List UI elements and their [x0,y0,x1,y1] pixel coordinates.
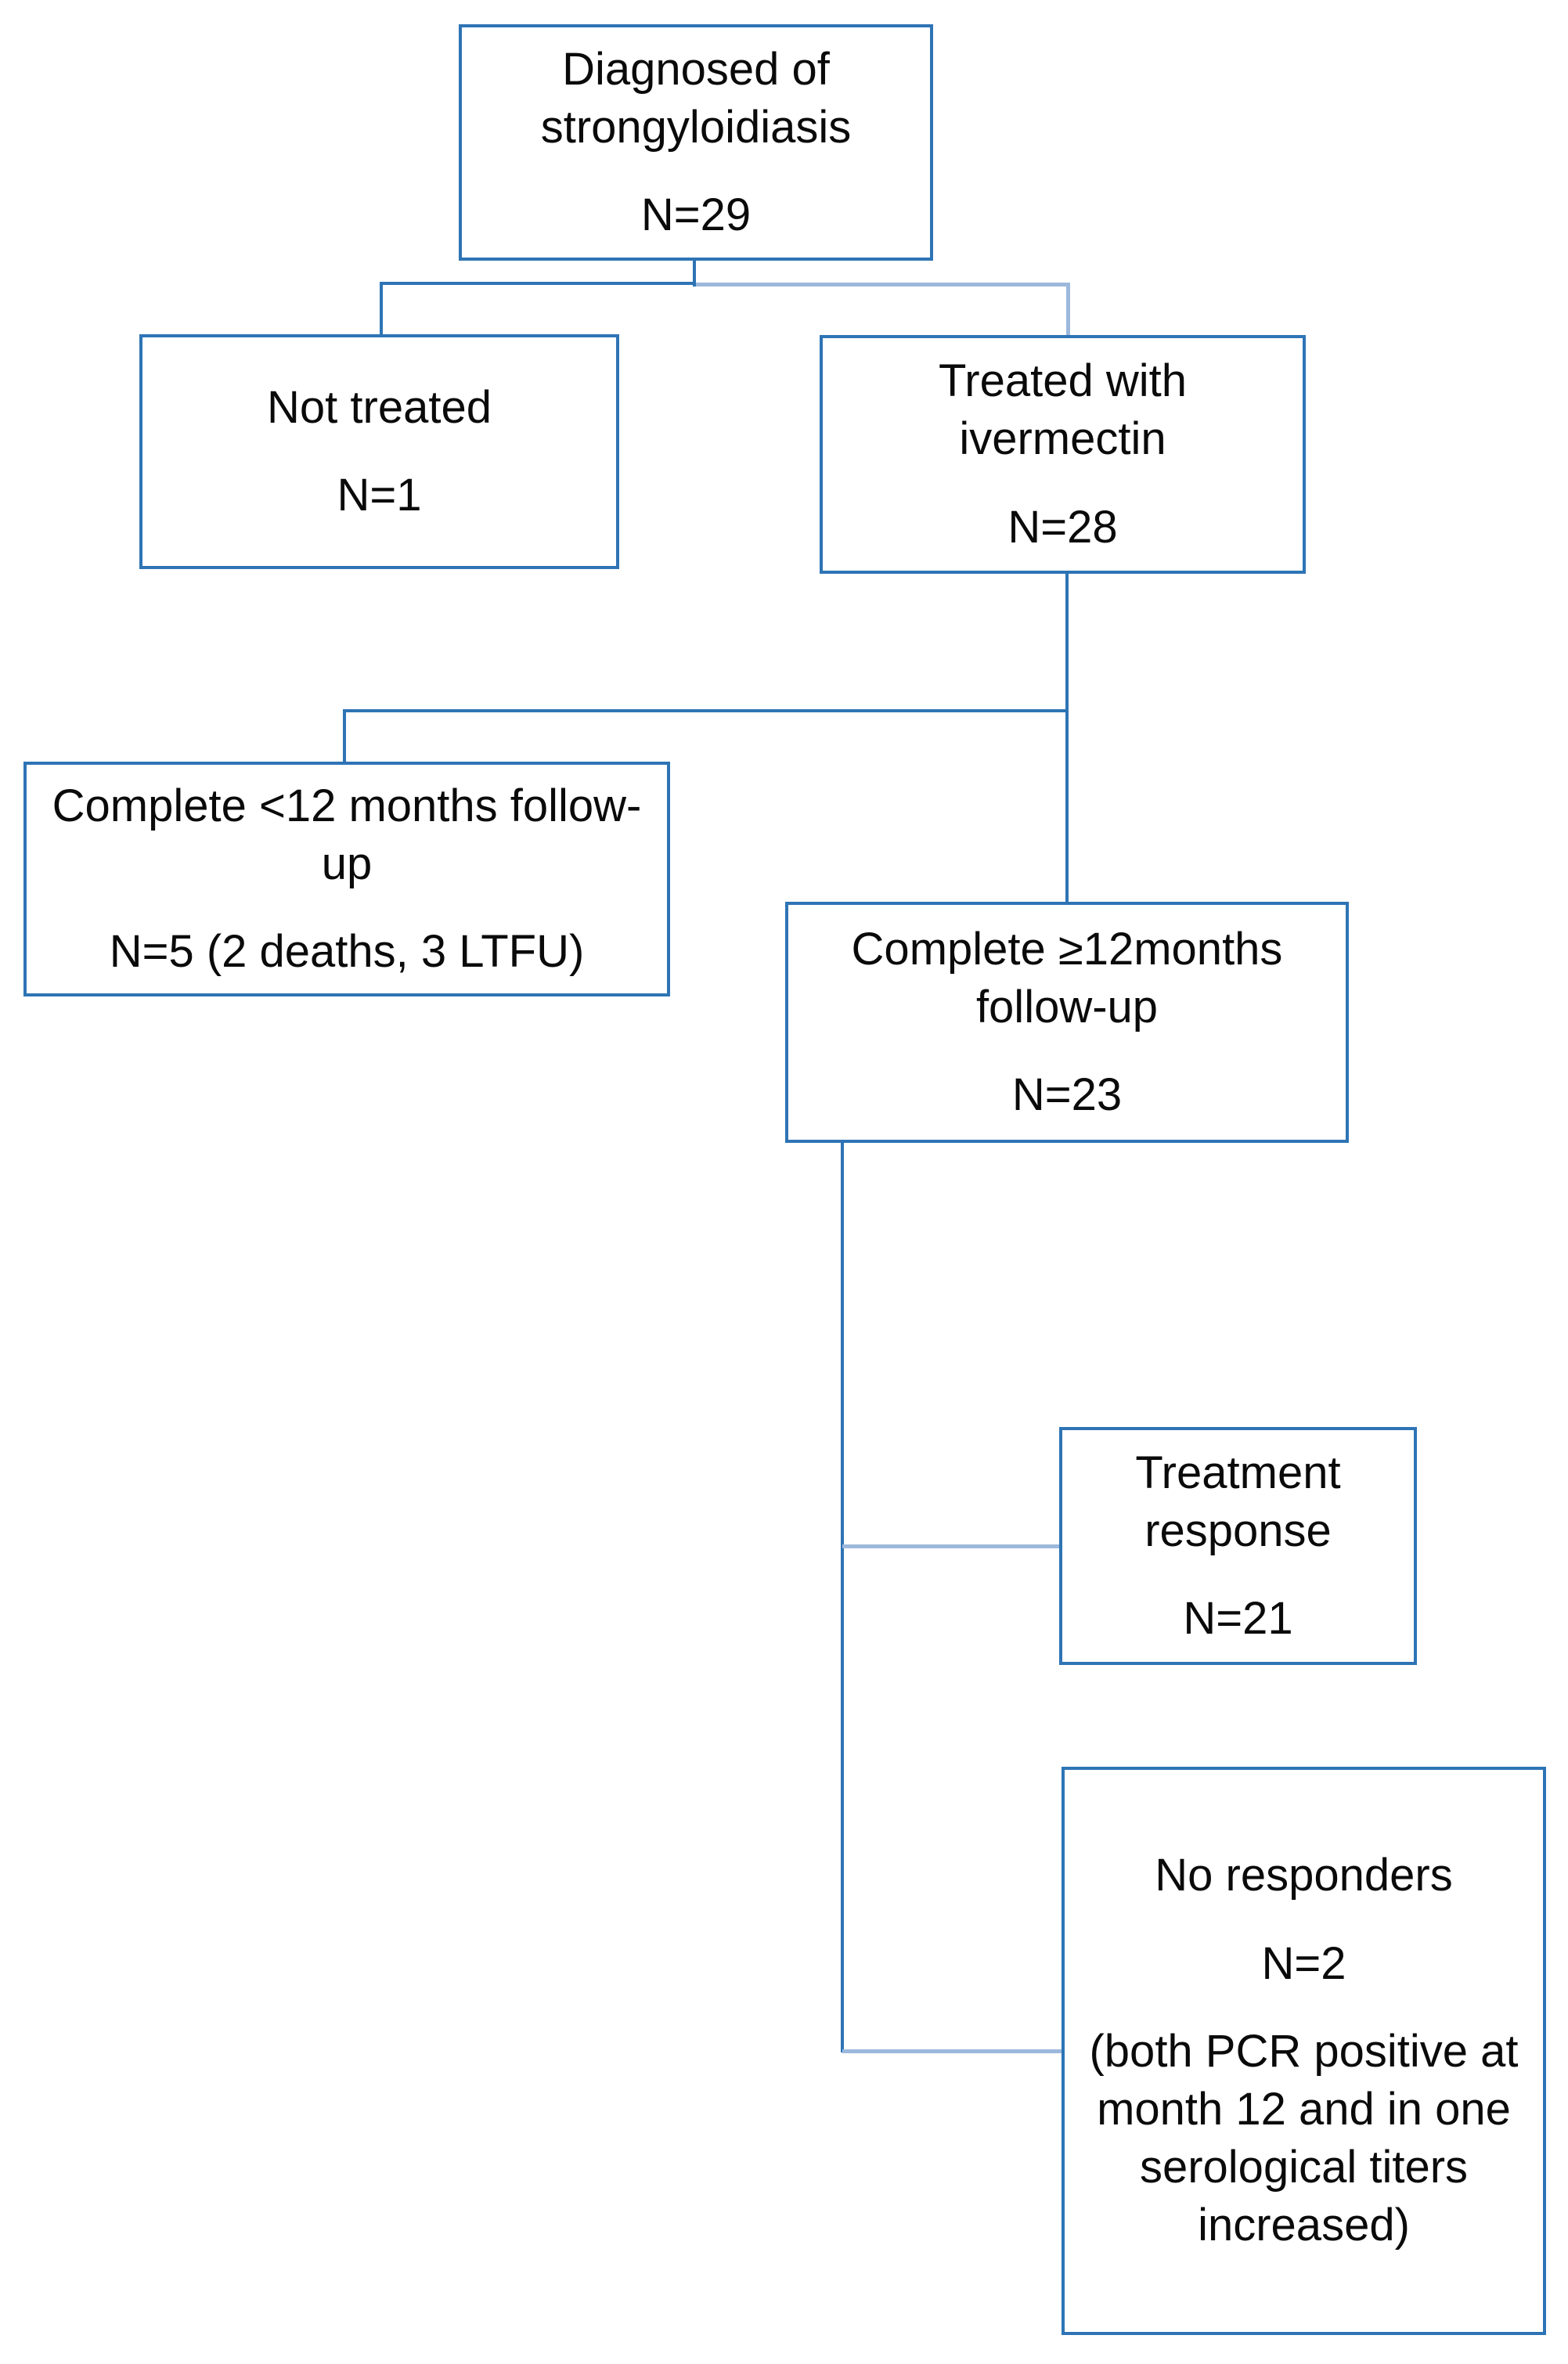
box-n: N=28 [1007,501,1118,553]
connector-drop-incomplete [343,709,346,765]
flow-box-complete-followup: Complete ≥12months follow-up N=23 [785,902,1349,1143]
flow-box-treatment-response: Treatment response N=21 [1059,1427,1417,1665]
box-title: Treated with ivermectin [939,355,1187,465]
box-title: Complete <12 months follow-up [52,780,642,889]
connector-complete-down [841,1141,844,2052]
box-n: N=2 [1261,1937,1346,1989]
box-title: Treatment response [1135,1447,1341,1556]
connector-drop-not-treated [380,282,383,337]
connector-split-left [380,282,696,285]
flow-box-no-responders: No responders N=2 (both PCR positive at … [1062,1767,1546,2335]
flow-box-diagnosed: Diagnosed of strongyloidiasis N=29 [459,24,933,261]
box-note: (both PCR positive at month 12 and in on… [1089,2025,1519,2251]
connector-split-right [696,283,1070,286]
box-title: Not treated [267,381,492,433]
connector-treated-to-complete [1065,572,1069,905]
box-n: N=1 [337,470,422,521]
box-n: N=29 [640,189,752,241]
box-title: No responders [1155,1850,1453,1901]
flow-box-not-treated: Not treated N=1 [139,334,619,569]
box-title: Diagnosed of strongyloidiasis [540,43,852,153]
connector-branch-incomplete [343,709,1069,712]
flow-box-treated: Treated with ivermectin N=28 [820,335,1306,574]
connector-diagnosed-stub [693,261,696,286]
connector-into-treatment-response [842,1544,1062,1548]
connector-into-no-responders [842,2049,1065,2053]
box-n: N=23 [1011,1069,1123,1121]
box-title: Complete ≥12months follow-up [851,923,1283,1032]
connector-drop-treated [1066,283,1070,338]
box-n: N=21 [1183,1593,1293,1645]
flow-box-incomplete-followup: Complete <12 months follow-up N=5 (2 dea… [23,762,670,996]
box-n: N=5 (2 deaths, 3 LTFU) [109,926,585,978]
